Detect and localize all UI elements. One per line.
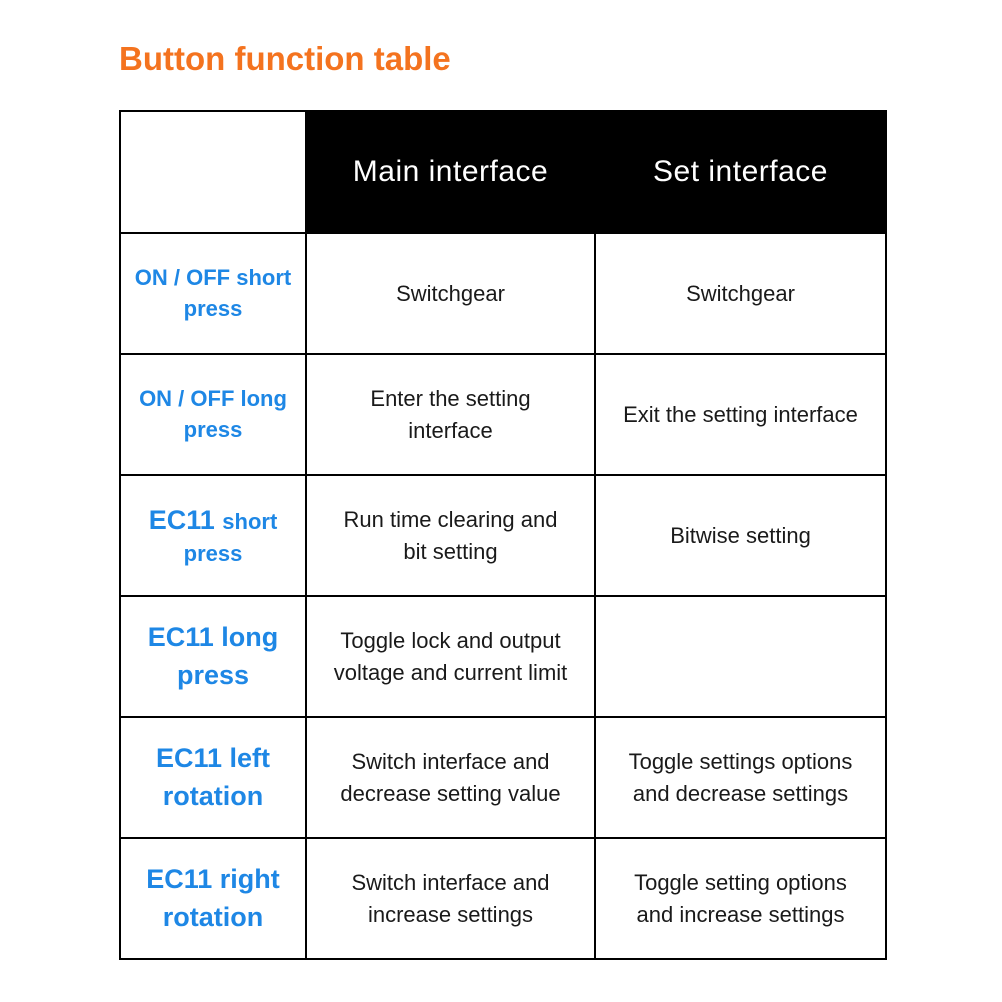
page-title: Button function table: [119, 40, 451, 77]
set-interface-cell: [594, 595, 887, 718]
main-interface-cell: Switch interface and increase settings: [305, 837, 596, 960]
set-interface-cell: Switchgear: [594, 232, 887, 355]
corner-cell: [119, 110, 307, 234]
row-label-part: EC11: [148, 504, 223, 535]
table-row: EC11 long press Toggle lock and output vo…: [119, 595, 887, 718]
row-label: ON / OFF long press: [119, 353, 307, 476]
column-header-set-interface: Set interface: [594, 110, 887, 234]
row-label-part: ON / OFF long press: [139, 386, 287, 442]
main-interface-cell: Switch interface and decrease setting va…: [305, 716, 596, 839]
table-row: ON / OFF long press Enter the setting int…: [119, 353, 887, 476]
row-label: EC11 long press: [119, 595, 307, 718]
table-row: EC11 left rotation Switch interface and d…: [119, 716, 887, 839]
row-label-part: ON / OFF short press: [134, 265, 292, 321]
row-label: ON / OFF short press: [119, 232, 307, 355]
button-function-table: Main interface Set interface ON / OFF sh…: [119, 110, 887, 960]
set-interface-cell: Toggle setting options and increase sett…: [594, 837, 887, 960]
table-row: EC11 right rotation Switch interface and …: [119, 837, 887, 960]
set-interface-cell: Bitwise setting: [594, 474, 887, 597]
main-interface-cell: Enter the setting interface: [305, 353, 596, 476]
set-interface-cell: Exit the setting interface: [594, 353, 887, 476]
column-header-main-interface: Main interface: [305, 110, 596, 234]
row-label-part: EC11 long press: [147, 622, 279, 690]
main-interface-cell: Switchgear: [305, 232, 596, 355]
row-label-part: EC11 right rotation: [146, 864, 280, 932]
header-row: Main interface Set interface: [119, 110, 887, 234]
row-label: EC11 right rotation: [119, 837, 307, 960]
row-label-part: short press: [183, 508, 278, 566]
row-label-part: EC11 left rotation: [155, 743, 271, 811]
row-label: EC11 left rotation: [119, 716, 307, 839]
set-interface-cell: Toggle settings options and decrease set…: [594, 716, 887, 839]
main-interface-cell: Run time clearing and bit setting: [305, 474, 596, 597]
main-interface-cell: Toggle lock and output voltage and curre…: [305, 595, 596, 718]
row-label: EC11 short press: [119, 474, 307, 597]
